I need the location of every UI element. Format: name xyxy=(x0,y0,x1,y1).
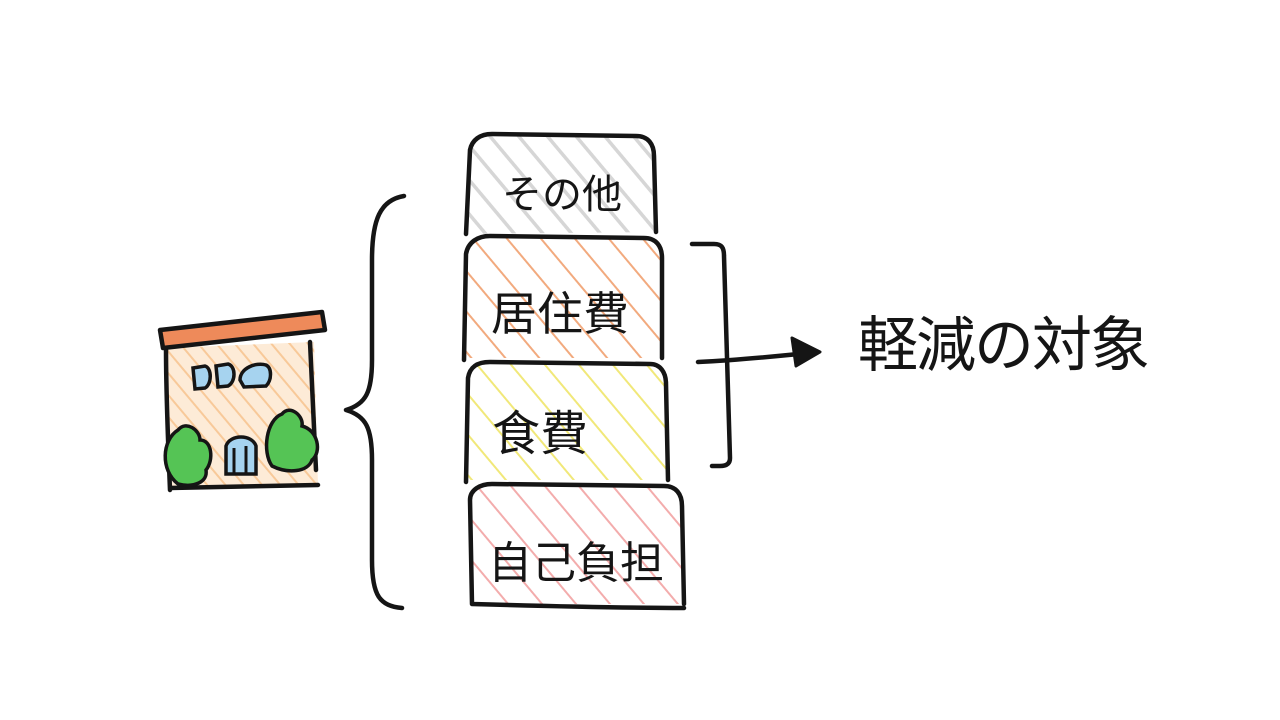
cost-block-label: その他 xyxy=(502,172,622,218)
cost-block-label: 食費 xyxy=(492,406,588,462)
cost-block-label: 居住費 xyxy=(491,287,629,341)
window-icon xyxy=(191,364,212,391)
cost-block-copay: 自己負担 xyxy=(467,481,687,611)
cost-block-other: その他 xyxy=(463,131,659,237)
door-icon xyxy=(224,435,258,476)
cost-block-housing: 居住費 xyxy=(461,233,665,363)
window-icon xyxy=(238,362,273,389)
window-icon xyxy=(214,362,236,389)
grouping-bracket xyxy=(689,241,733,469)
bush-icon xyxy=(163,424,213,487)
building-roof xyxy=(157,309,328,351)
bush-icon xyxy=(264,408,320,473)
cost-block-food: 食費 xyxy=(463,359,671,485)
care-facility-building-icon xyxy=(157,309,328,493)
result-label: 軽減の対象 xyxy=(858,311,1148,381)
arrow-right-icon xyxy=(695,336,822,368)
grouping-brace xyxy=(343,193,407,611)
cost-block-stack: その他 居住費 食費 自己負担 xyxy=(461,131,687,611)
cost-block-label: 自己負担 xyxy=(488,538,664,589)
